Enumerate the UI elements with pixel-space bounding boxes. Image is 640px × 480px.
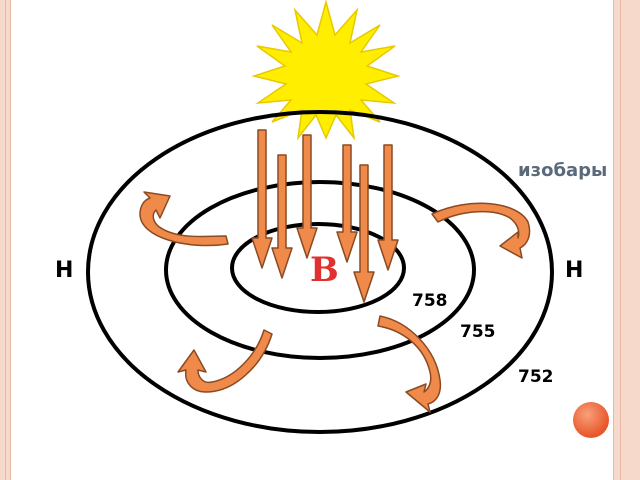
down-arrow <box>377 144 399 271</box>
outflow-arrow-lower-left <box>177 329 273 393</box>
slide-frame-left <box>0 0 11 480</box>
low-pressure-label-left: Н <box>55 258 74 283</box>
outflow-arrow-upper-left <box>139 191 229 247</box>
down-arrow <box>353 164 375 303</box>
slide-decoration-dot <box>573 402 609 438</box>
high-pressure-label: В <box>310 250 339 290</box>
down-arrow <box>271 154 293 279</box>
down-arrow <box>336 144 358 263</box>
isobar-value-755: 755 <box>460 322 496 342</box>
isobar-middle-755 <box>164 180 476 360</box>
outflow-arrow-lower-right <box>377 315 442 413</box>
slide-frame-right <box>613 0 640 480</box>
low-pressure-label-right: Н <box>565 258 584 283</box>
descending-air-arrows <box>251 129 399 303</box>
sun-icon <box>251 0 401 141</box>
isobar-value-752: 752 <box>518 367 554 387</box>
outflow-arrow-upper-right <box>431 202 531 259</box>
down-arrow <box>296 134 318 259</box>
isobar-value-758: 758 <box>412 291 448 311</box>
isobar-outer-752 <box>86 110 554 434</box>
isobars-label: изобары <box>518 160 608 181</box>
isobar-inner-758 <box>230 222 406 314</box>
down-arrow <box>251 129 273 269</box>
